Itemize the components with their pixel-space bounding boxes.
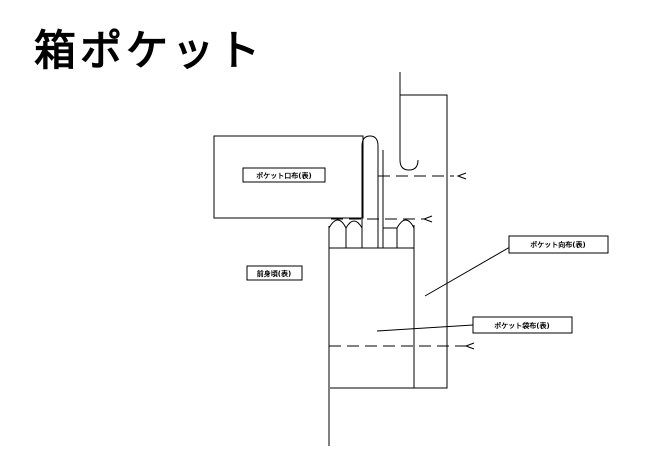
label-box-mouth bbox=[242, 167, 326, 183]
leader-lining bbox=[424, 246, 511, 297]
scallop-left bbox=[328, 219, 347, 248]
leader-bag bbox=[376, 324, 474, 332]
label-box-body bbox=[246, 265, 303, 281]
lining-panel-outline bbox=[330, 72, 448, 389]
label-box-bag bbox=[472, 316, 573, 334]
scallop-mid bbox=[345, 220, 363, 248]
label-pocket-mouth-cloth: ポケット口布(表) bbox=[256, 171, 311, 180]
page-title: 箱ポケット bbox=[34, 26, 265, 75]
arrow-bottom bbox=[464, 342, 475, 350]
mouth-fold-curve bbox=[361, 135, 379, 248]
arrow-middle bbox=[422, 215, 433, 223]
small-loop bbox=[399, 95, 419, 171]
label-pocket-lining: ポケット向布(表) bbox=[530, 240, 585, 249]
pocket-mouth-rect bbox=[213, 135, 364, 219]
arrow-top bbox=[456, 172, 467, 180]
label-front-body: 前身頃(表) bbox=[257, 269, 291, 278]
label-pocket-bag-cloth: ポケット袋布(表) bbox=[494, 321, 549, 330]
label-box-lining bbox=[508, 235, 609, 254]
scallop-right bbox=[396, 219, 415, 248]
